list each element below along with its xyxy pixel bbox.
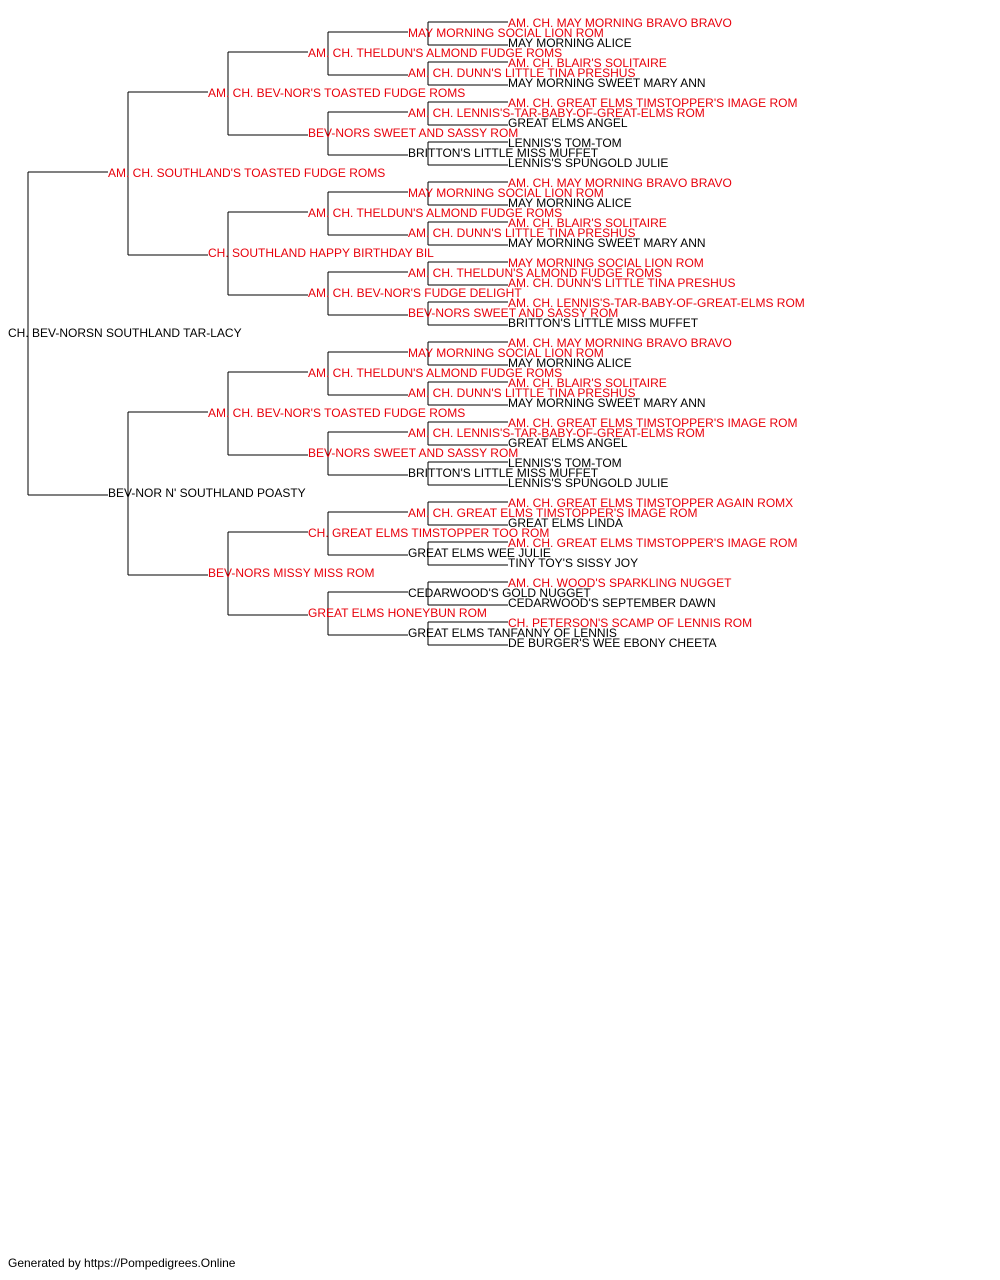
ancestor-name[interactable]: AM. CH. THELDUN'S ALMOND FUDGE ROMS — [408, 266, 662, 280]
ancestor-name[interactable]: BEV-NOR N' SOUTHLAND POASTY — [108, 486, 306, 500]
ancestor-name[interactable]: CEDARWOOD'S SEPTEMBER DAWN — [508, 596, 716, 610]
ancestor-name[interactable]: MAY MORNING SOCIAL LION ROM — [408, 26, 604, 40]
ancestor-name[interactable]: AM. CH. THELDUN'S ALMOND FUDGE ROMS — [308, 366, 562, 380]
ancestor-name[interactable]: AM. CH. DUNN'S LITTLE TINA PRESHUS — [508, 276, 735, 290]
ancestor-name[interactable]: MAY MORNING SWEET MARY ANN — [508, 396, 706, 410]
ancestor-name[interactable]: LENNIS'S SPUNGOLD JULIE — [508, 156, 668, 170]
ancestor-name[interactable]: AM. CH. BEV-NOR'S TOASTED FUDGE ROMS — [208, 406, 465, 420]
ancestor-name[interactable]: AM. CH. GREAT ELMS TIMSTOPPER'S IMAGE RO… — [508, 96, 797, 110]
ancestor-name[interactable]: MAY MORNING SOCIAL LION ROM — [408, 346, 604, 360]
ancestor-name[interactable]: BRITTON'S LITTLE MISS MUFFET — [408, 146, 599, 160]
ancestor-name[interactable]: AM. CH. GREAT ELMS TIMSTOPPER'S IMAGE RO… — [408, 506, 697, 520]
ancestor-name[interactable]: GREAT ELMS HONEYBUN ROM — [308, 606, 487, 620]
ancestor-name[interactable]: MAY MORNING ALICE — [508, 356, 632, 370]
ancestor-name[interactable]: CH. GREAT ELMS TIMSTOPPER TOO ROM — [308, 526, 549, 540]
ancestor-name[interactable]: AM. CH. BLAIR'S SOLITAIRE — [508, 56, 667, 70]
ancestor-name[interactable]: CEDARWOOD'S GOLD NUGGET — [408, 586, 591, 600]
ancestor-name[interactable]: AM. CH. BEV-NOR'S TOASTED FUDGE ROMS — [208, 86, 465, 100]
ancestor-name[interactable]: MAY MORNING ALICE — [508, 196, 632, 210]
ancestor-name[interactable]: AM. CH. GREAT ELMS TIMSTOPPER'S IMAGE RO… — [508, 536, 797, 550]
ancestor-name[interactable]: LENNIS'S TOM-TOM — [508, 456, 622, 470]
ancestor-name[interactable]: MAY MORNING ALICE — [508, 36, 632, 50]
ancestor-name[interactable]: AM. CH. LENNIS'S-TAR-BABY-OF-GREAT-ELMS … — [408, 426, 705, 440]
ancestor-name[interactable]: AM. CH. THELDUN'S ALMOND FUDGE ROMS — [308, 46, 562, 60]
ancestor-name[interactable]: AM. CH. BEV-NOR'S FUDGE DELIGHT — [308, 286, 522, 300]
ancestor-name[interactable]: AM. CH. SOUTHLAND'S TOASTED FUDGE ROMS — [108, 166, 385, 180]
ancestor-name[interactable]: BEV-NORS SWEET AND SASSY ROM — [308, 446, 518, 460]
ancestor-name[interactable]: AM. CH. BLAIR'S SOLITAIRE — [508, 376, 667, 390]
ancestor-name[interactable]: MAY MORNING SWEET MARY ANN — [508, 76, 706, 90]
ancestor-name[interactable]: BEV-NORS SWEET AND SASSY ROM — [408, 306, 618, 320]
ancestor-name[interactable]: BEV-NORS SWEET AND SASSY ROM — [308, 126, 518, 140]
ancestor-name[interactable]: CH. PETERSON'S SCAMP OF LENNIS ROM — [508, 616, 752, 630]
ancestor-name[interactable]: MAY MORNING SOCIAL LION ROM — [508, 256, 704, 270]
ancestor-name[interactable]: BRITTON'S LITTLE MISS MUFFET — [408, 466, 599, 480]
ancestor-name[interactable]: AM. CH. DUNN'S LITTLE TINA PRESHUS — [408, 226, 635, 240]
ancestor-name[interactable]: GREAT ELMS ANGEL — [508, 436, 628, 450]
ancestor-name[interactable]: GREAT ELMS LINDA — [508, 516, 623, 530]
ancestor-name[interactable]: GREAT ELMS WEE JULIE — [408, 546, 551, 560]
ancestor-name[interactable]: AM. CH. WOOD'S SPARKLING NUGGET — [508, 576, 732, 590]
subject-dog-name[interactable]: CH. BEV-NORSN SOUTHLAND TAR-LACY — [8, 326, 242, 340]
ancestor-name[interactable]: CH. SOUTHLAND HAPPY BIRTHDAY BIL — [208, 246, 434, 260]
ancestor-name[interactable]: AM. CH. MAY MORNING BRAVO BRAVO — [508, 336, 732, 350]
ancestor-name[interactable]: BRITTON'S LITTLE MISS MUFFET — [508, 316, 699, 330]
ancestor-name[interactable]: DE BURGER'S WEE EBONY CHEETA — [508, 636, 717, 650]
ancestor-name[interactable]: AM. CH. GREAT ELMS TIMSTOPPER AGAIN ROMX — [508, 496, 793, 510]
ancestor-name[interactable]: AM. CH. DUNN'S LITTLE TINA PRESHUS — [408, 66, 635, 80]
ancestor-name[interactable]: GREAT ELMS ANGEL — [508, 116, 628, 130]
ancestor-name[interactable]: AM. CH. GREAT ELMS TIMSTOPPER'S IMAGE RO… — [508, 416, 797, 430]
ancestor-name[interactable]: MAY MORNING SOCIAL LION ROM — [408, 186, 604, 200]
ancestor-name[interactable]: BEV-NORS MISSY MISS ROM — [208, 566, 374, 580]
ancestor-name[interactable]: LENNIS'S SPUNGOLD JULIE — [508, 476, 668, 490]
ancestor-name[interactable]: AM. CH. MAY MORNING BRAVO BRAVO — [508, 176, 732, 190]
ancestor-name[interactable]: LENNIS'S TOM-TOM — [508, 136, 622, 150]
ancestor-name[interactable]: MAY MORNING SWEET MARY ANN — [508, 236, 706, 250]
ancestor-name[interactable]: TINY TOY'S SISSY JOY — [508, 556, 638, 570]
ancestor-name[interactable]: AM. CH. DUNN'S LITTLE TINA PRESHUS — [408, 386, 635, 400]
ancestor-name[interactable]: GREAT ELMS TANFANNY OF LENNIS — [408, 626, 617, 640]
footer-credit: Generated by https://Pompedigrees.Online — [8, 1256, 236, 1270]
ancestor-name[interactable]: AM. CH. LENNIS'S-TAR-BABY-OF-GREAT-ELMS … — [508, 296, 805, 310]
ancestor-name[interactable]: AM. CH. MAY MORNING BRAVO BRAVO — [508, 16, 732, 30]
ancestor-name[interactable]: AM. CH. LENNIS'S-TAR-BABY-OF-GREAT-ELMS … — [408, 106, 705, 120]
ancestor-name[interactable]: AM. CH. THELDUN'S ALMOND FUDGE ROMS — [308, 206, 562, 220]
ancestor-name[interactable]: AM. CH. BLAIR'S SOLITAIRE — [508, 216, 667, 230]
